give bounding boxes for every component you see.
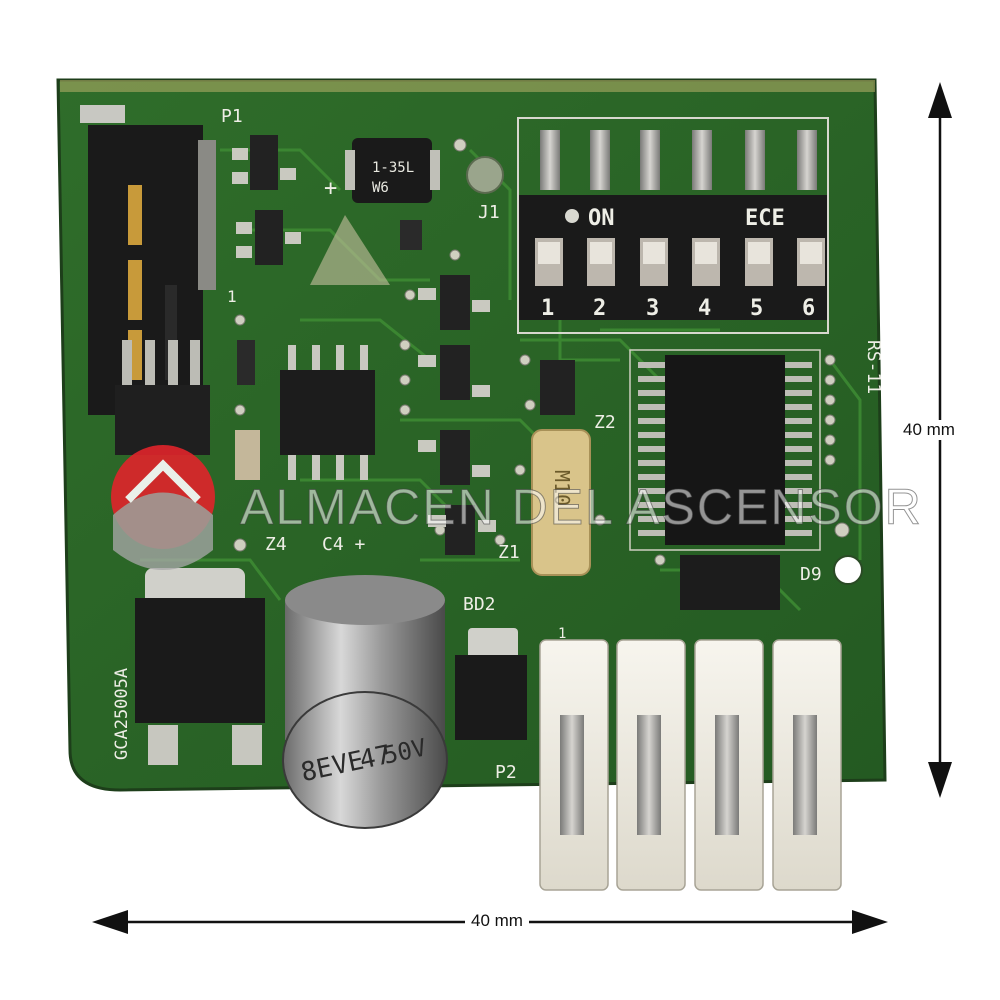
- cap-text-line1: 8E: [298, 752, 335, 788]
- silk-z1: Z1: [498, 542, 520, 563]
- silk-z2: Z2: [594, 412, 616, 433]
- width-dimension-label: 40 mm: [465, 911, 529, 931]
- dip-position-1: 1: [541, 296, 554, 321]
- dip-on-label: ON: [588, 206, 615, 231]
- p2-connector: [539, 639, 842, 891]
- silk-pin1-connector: 1: [558, 626, 566, 642]
- small-transistors: [250, 135, 575, 555]
- bd2-bridge: [455, 628, 527, 740]
- smd-pads: [232, 148, 496, 532]
- dip-switch-body: [517, 117, 829, 334]
- esd-warning-icon: [310, 215, 390, 285]
- electrolytic-capacitor: 8E VE 47 50V: [282, 575, 448, 829]
- crystal-marking: M10: [550, 470, 574, 506]
- silk-j1: J1: [478, 202, 500, 223]
- lower-left-ic: [115, 340, 210, 455]
- height-dimension-label: 40 mm: [897, 420, 961, 440]
- top-smd-component: 1-35L W6: [345, 138, 440, 203]
- silk-d9: D9: [800, 564, 822, 585]
- watermark-text: ALMACEN DEL ASCENSOR: [240, 479, 923, 536]
- silk-c4: C4 +: [322, 534, 366, 555]
- mounting-hole: [833, 555, 863, 585]
- voltage-regulator: [135, 568, 265, 765]
- silk-part-number: GCA25005A: [112, 668, 132, 760]
- silk-z4: Z4: [265, 534, 287, 555]
- pcb-vias: [233, 138, 850, 566]
- smd-resistor: [237, 340, 255, 385]
- relay-label-line1: 1-35L: [372, 160, 414, 176]
- silk-p1: P1: [221, 106, 243, 127]
- silk-pin1-top: 1: [227, 287, 237, 306]
- crystal-oscillator: M10: [531, 429, 591, 576]
- mounting-pad: [466, 156, 504, 194]
- cap-text-line2: VE: [330, 746, 367, 782]
- dip-brand-label: ECE: [745, 206, 785, 231]
- main-microcontroller: [629, 349, 821, 551]
- dip-position-3: 3: [646, 296, 659, 321]
- small-diode: [400, 220, 422, 250]
- silk-p2: P2: [495, 762, 517, 783]
- relay-label-line2: W6: [372, 180, 389, 196]
- dip-position-5: 5: [750, 296, 763, 321]
- silk-plus: +: [324, 176, 337, 201]
- dip-position-4: 4: [698, 296, 711, 321]
- smd-capacitor: [235, 430, 260, 480]
- cap-text-line3: 47: [357, 740, 394, 776]
- silk-bd2: BD2: [463, 594, 496, 615]
- dip-position-2: 2: [593, 296, 606, 321]
- watermark-logo-icon: [111, 445, 215, 570]
- silk-rs11: RS-11: [863, 340, 884, 394]
- so8-ic-left: [280, 345, 375, 480]
- dip-position-6: 6: [802, 296, 815, 321]
- d9-diode: [680, 555, 780, 610]
